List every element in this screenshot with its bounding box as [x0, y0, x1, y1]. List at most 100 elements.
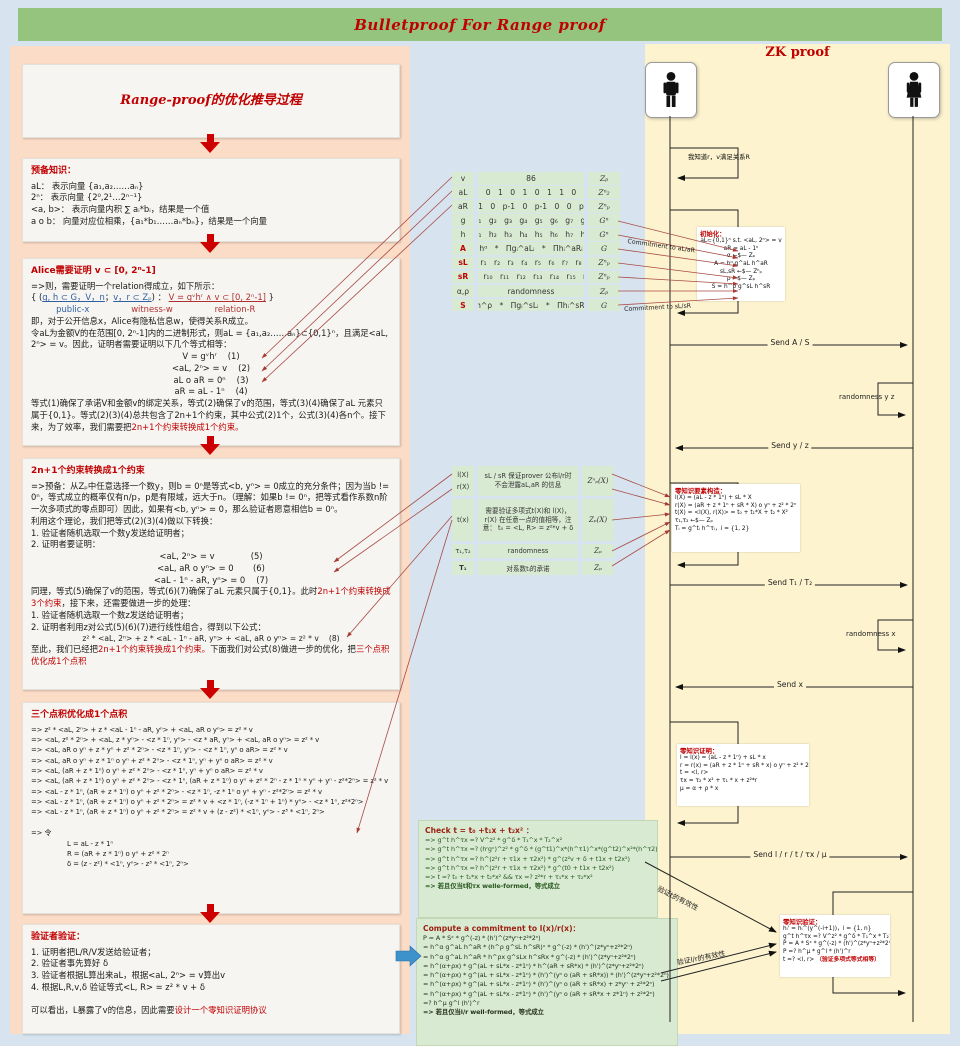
- female-icon: [906, 72, 922, 107]
- text-line: => <aL, aR o yⁿ + z * 1ⁿ o yⁿ + z² * 2ⁿ>…: [31, 756, 273, 765]
- text-line: => <aL, (aR + z * 1ⁿ) o yⁿ + z² * 2ⁿ> - …: [31, 777, 389, 786]
- text-segment: witness-w: [131, 304, 173, 315]
- text-segment: 等式(1)确保了承诺V和金额v的绑定关系，等式(2)确保了v的范围，等式(3)(…: [31, 398, 386, 432]
- compute-commitment-box: Compute a commitment to l(x)/r(x)： P = A…: [416, 918, 678, 1046]
- text-line: α ←$— Zₚ: [726, 253, 756, 260]
- text-line: = h^(α+ρx) * g^(aL + sL*x - z*1ⁿ) * (h')…: [423, 971, 669, 980]
- text-line: 利用这个理论，我们把等式(2)(3)(4)做以下转换：: [31, 515, 218, 526]
- left-title: Range-proof的优化推导过程: [120, 92, 302, 108]
- randomness-x-label: randomness x: [846, 630, 896, 638]
- table-cell: Zⁿₚ: [588, 200, 620, 213]
- send-lrt-label: Send l / r / t / τx / μ: [750, 850, 830, 859]
- table-cell: h₁ h₂ h₃ h₄ h₅ h₆ h₇ h₈: [478, 228, 584, 241]
- verify-note: 零知识验证： hᵢ' = hᵢ^(y^(-i+1))，i = {1, n}g^t…: [780, 915, 890, 977]
- text-line: aL o aR = 0ⁿ (3): [173, 374, 249, 385]
- table-cell: r₉ r₁₀ r₁₁ r₁₂ r₁₃ r₁₄ r₁₅ r₁₆: [478, 270, 584, 284]
- table-cell: 86: [478, 172, 584, 185]
- constraints-title: 2n+1个约束转换成1个约束: [31, 466, 145, 476]
- text-segment: t =? <l, r>: [783, 956, 817, 963]
- text-line: P = A * Sˣ * g^(-z) * (h')^(z*yⁿ+z²*2ⁿ): [423, 934, 541, 942]
- prelim-title: 预备知识：: [31, 166, 77, 176]
- table-cell: randomness: [478, 284, 584, 298]
- constraints-box: 2n+1个约束转换成1个约束 =>预备：从Zₚ中任意选择一个数y，则b = 0ⁿ…: [22, 458, 400, 690]
- text-line: <aL, aR o yⁿ> = 0 (6): [157, 562, 265, 573]
- text-line: =? h^μ g^l (h')^r: [423, 998, 480, 1007]
- verifier-actor: [888, 62, 940, 118]
- constraints-lines: =>预备：从Zₚ中任意选择一个数y，则b = 0ⁿ是等式<b, yⁿ> = 0成…: [31, 481, 391, 668]
- text-line: 2. 证明者利用z对公式(5)(6)(7)进行线性组合，得到以下公式：: [31, 621, 266, 632]
- text-line: sL,sR ←$— Zⁿₚ: [720, 268, 762, 275]
- alice-box: Alice需要证明 v ⊂ [0, 2ⁿ-1] =>则，需要证明一个relati…: [22, 258, 400, 446]
- text-line: =>预备：从Zₚ中任意选择一个数y，则b = 0ⁿ是等式<b, yⁿ> = 0成…: [31, 480, 390, 515]
- note-text: 需要验证多项式t(X)和 l(X)，r(X) 在任意一点的值相等，注意： t₀ …: [482, 506, 574, 533]
- text-line: = h^(α+ρx) * g^(aL + sL*x - z*1ⁿ) * (h')…: [423, 980, 655, 989]
- left-panel: Range-proof的优化推导过程 预备知识： aL： 表示向量 {a₁,a₂…: [10, 46, 410, 1034]
- text-line: => <aL, (aR + z * 1ⁿ) o yⁿ + z² * 2ⁿ> - …: [31, 767, 263, 776]
- note-text: sL / sR 保证prover 公布l/r时 不会泄露aL,aR 的信息: [484, 472, 572, 489]
- text-line: R = (aR + z * 1ⁿ) o yⁿ + z² * 2ⁿ: [67, 849, 169, 858]
- verifier-check-title: 验证者验证：: [31, 932, 86, 942]
- down-arrow-icon: [199, 134, 221, 153]
- text-line: <aL - 1ⁿ - aR, yⁿ> = 0 (7): [153, 574, 269, 585]
- text-segment: }: [265, 292, 274, 303]
- text-segment: 至此，我们已经把: [31, 644, 98, 655]
- alice-title: Alice需要证明 v ⊂ [0, 2ⁿ-1]: [31, 266, 156, 276]
- table-cell: Zⁿ₂: [588, 186, 620, 199]
- table-cell: h: [452, 228, 474, 241]
- text-line: t(X) = <l(X), r(X)> = t₀ + t₁*X + t₂ * X…: [675, 510, 788, 517]
- text-line: 4. 根据L,R,v,δ 验证等式<L, R> = z² * v + δ: [31, 981, 205, 992]
- text-line: hᵢ' = hᵢ^(y^(-i+1))，i = {1, n}: [783, 926, 872, 932]
- text-line: => <aL - z * 1ⁿ, (aR + z * 1ⁿ) o yⁿ + z²…: [31, 798, 364, 807]
- text-line: => <aL, aR o yⁿ + z * yⁿ + z² * 2ⁿ> - <z…: [31, 746, 288, 755]
- l-x-label: l(X): [457, 471, 469, 479]
- text-line: l = l(x) = (aL - z * 1ⁿ) + sL * x: [680, 755, 766, 761]
- table-cell: G: [588, 242, 620, 256]
- text-line: { (g, h ⊂ G，V，n；v，r ⊂ Zₚ) ： V = gᵛhʳ ∧ v…: [31, 292, 391, 304]
- text-line: = h^α g^aL h^aR * (h^ρ g^sL h^sR)ˣ * g^(…: [423, 943, 633, 952]
- send-y-z-label: Send y / z: [768, 441, 812, 450]
- text-line: V = gᵛhʳ (1): [182, 351, 240, 362]
- text-line: public-x witness-w relation-R: [31, 304, 391, 316]
- text-segment: [173, 304, 215, 314]
- text-segment: 同理，等式(5)确保了v的范围，等式(6)(7)确保了aL 元素只属于{0,1}…: [31, 586, 318, 597]
- table-cell: g₁ g₂ g₃ g₄ g₅ g₆ g₇ g₈: [478, 214, 584, 227]
- table-cell: Zₚ: [588, 284, 620, 298]
- text-line: L = aL - z * 1ⁿ: [67, 839, 113, 848]
- send-a-s-label: Send A / S: [767, 338, 813, 347]
- text-line: => g^t h^τx =? h^(z²r + τ1x + τ2x²) * g^…: [425, 863, 614, 872]
- table-cell: Zₚ: [588, 172, 620, 185]
- text-line: l(X) = (aL - z * 1ⁿ) + sL * X: [675, 495, 752, 501]
- text-line: a o b： 向量对应位相乘，{a₁*b₁……aₙ*bₙ}，结果是一个向量: [31, 215, 267, 226]
- text-line: = h^(α+ρx) * g^(aL + sL*x - z*1ⁿ) * (h')…: [423, 989, 655, 998]
- construct-note-title: 零知识要素构造：: [675, 487, 727, 495]
- table-cell: G: [588, 298, 620, 312]
- alice-lines: =>则，需要证明一个relation得成立，如下所示：{ (g, h ⊂ G，V…: [31, 281, 391, 434]
- text-line: 1. 验证者随机选取一个数y发送给证明者；: [31, 527, 189, 538]
- title-bar: Bulletproof For Range proof: [18, 8, 942, 41]
- text-line: => <aL - z * 1ⁿ, (aR + z * 1ⁿ) o yⁿ + z²…: [31, 787, 322, 796]
- text-line: [31, 818, 391, 828]
- text-line: => g^t h^τx =? V^z² * g^δ * T₁^x * T₂^x²: [425, 836, 563, 844]
- polynomial-table: l(X) r(X) sL / sR 保证prover 公布l/r时 不会泄露aL…: [452, 466, 614, 575]
- text-segment: 2n+1个约束转换成1个约束。: [131, 421, 244, 432]
- text-line: = h^α g^aL h^aR * h^ρx g^sLx h^sRx * g^(…: [423, 952, 636, 961]
- send-x-label: Send x: [773, 680, 807, 689]
- text-line: τx = τ₂ * x² + τ₁ * x + z²*r: [680, 777, 758, 784]
- text-line: aL⊂{0,1}ⁿ s.t. <aL, 2ⁿ> = v: [700, 238, 782, 244]
- table-cell: Zₚ: [582, 544, 614, 558]
- table-cell: Zₚ(X): [582, 499, 614, 541]
- text-line: 令aL为金额V的在范围[0, 2ⁿ-1]内的二进制形式，则aL = {a₁,a₂…: [31, 327, 389, 350]
- init-note-title: 初始化：: [700, 230, 726, 238]
- table-cell: r₁ r₂ r₃ r₄ r₅ r₆ r₇ r₈: [478, 256, 584, 270]
- check-t-box: Check t = t₀ +t₁x + t₂x² ： => g^t h^τx =…: [418, 820, 658, 918]
- table-cell: Gⁿ: [588, 214, 620, 227]
- text-line: 同理，等式(5)确保了v的范围，等式(6)(7)确保了aL 元素只属于{0,1}…: [31, 586, 391, 610]
- text-line: 3. 验证者根据L算出来aL，根据<aL, 2ⁿ> = v算出v: [31, 970, 226, 981]
- table-cell: S: [452, 298, 474, 312]
- text-line: ρ ←$— Zₚ: [726, 276, 756, 283]
